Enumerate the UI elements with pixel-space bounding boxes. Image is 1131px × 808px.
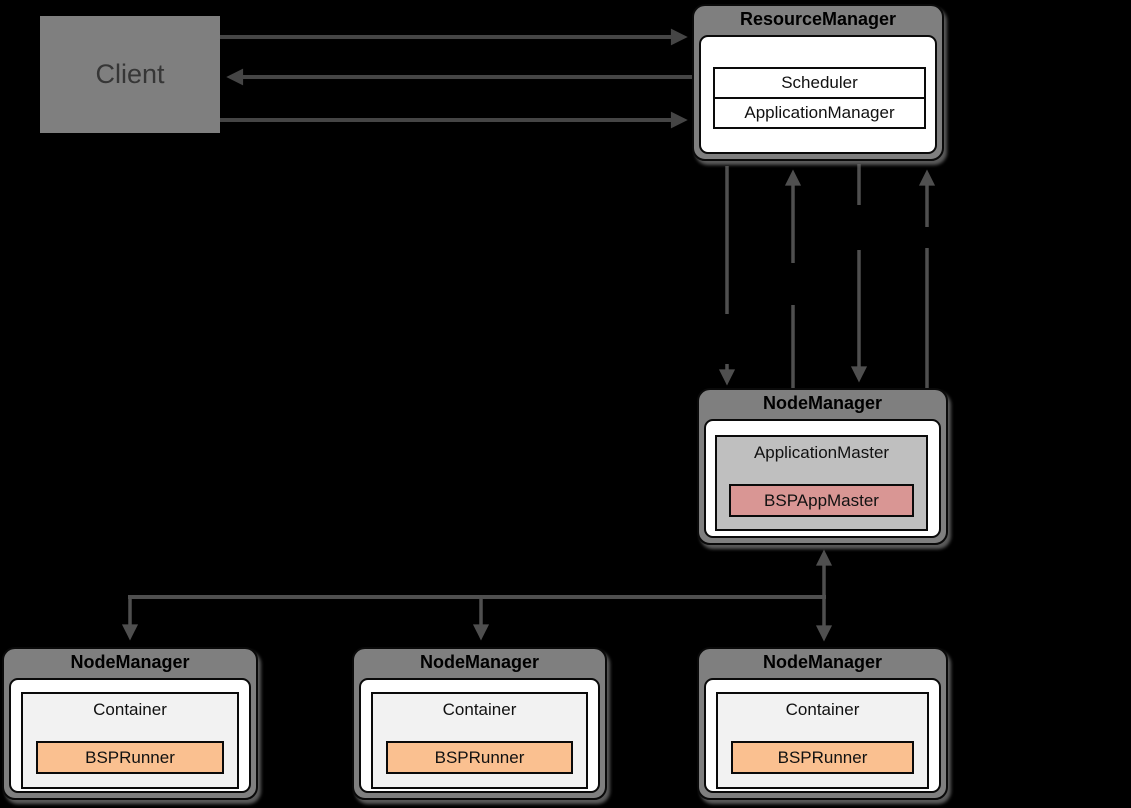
- worker-node-2-header: NodeManager: [354, 649, 605, 676]
- worker-2-container-box: Container BSPRunner: [371, 692, 588, 789]
- worker-2-bsp-runner-box: BSPRunner: [386, 741, 573, 774]
- worker-node-2: NodeManager Container BSPRunner: [352, 647, 607, 800]
- resource-manager-header: ResourceManager: [694, 6, 942, 33]
- app-master-node-body: ApplicationMaster BSPAppMaster: [704, 419, 941, 538]
- worker-node-1-body: Container BSPRunner: [9, 678, 251, 793]
- worker-node-2-title: NodeManager: [419, 652, 540, 672]
- worker-3-container-label: Container: [785, 700, 860, 719]
- worker-2-container-label: Container: [442, 700, 517, 719]
- worker-node-1: NodeManager Container BSPRunner: [2, 647, 258, 800]
- application-master-box: ApplicationMaster BSPAppMaster: [715, 435, 928, 531]
- resource-manager-node: ResourceManager Scheduler ApplicationMan…: [692, 4, 944, 161]
- worker-node-3: NodeManager Container BSPRunner: [697, 647, 948, 800]
- bsp-app-master-box: BSPAppMaster: [729, 484, 914, 517]
- worker-node-1-header: NodeManager: [4, 649, 256, 676]
- worker-1-bsp-runner-label: BSPRunner: [85, 747, 175, 767]
- app-master-node-title: NodeManager: [762, 393, 883, 413]
- worker-node-3-body: Container BSPRunner: [704, 678, 941, 793]
- client-label: Client: [95, 59, 165, 89]
- worker-3-container-box: Container BSPRunner: [716, 692, 929, 789]
- client-node: Client: [40, 16, 220, 133]
- worker-node-3-title: NodeManager: [762, 652, 883, 672]
- resource-manager-component-table: Scheduler ApplicationManager: [713, 67, 926, 129]
- resource-manager-title: ResourceManager: [739, 9, 897, 29]
- worker-1-container-box: Container BSPRunner: [21, 692, 239, 789]
- application-manager-cell: ApplicationManager: [715, 97, 924, 127]
- resource-manager-body: Scheduler ApplicationManager: [699, 35, 937, 154]
- worker-3-bsp-runner-label: BSPRunner: [777, 747, 868, 767]
- worker-1-bsp-runner-box: BSPRunner: [36, 741, 224, 774]
- worker-2-bsp-runner-label: BSPRunner: [434, 747, 525, 767]
- bsp-app-master-label: BSPAppMaster: [764, 490, 879, 510]
- worker-node-2-body: Container BSPRunner: [359, 678, 600, 793]
- app-master-node-header: NodeManager: [699, 390, 946, 417]
- worker-node-3-header: NodeManager: [699, 649, 946, 676]
- worker-1-container-label: Container: [93, 700, 167, 719]
- app-master-node: NodeManager ApplicationMaster BSPAppMast…: [697, 388, 948, 545]
- worker-3-bsp-runner-box: BSPRunner: [731, 741, 914, 774]
- worker-node-1-title: NodeManager: [70, 652, 190, 672]
- application-master-label: ApplicationMaster: [753, 443, 890, 462]
- scheduler-cell: Scheduler: [781, 73, 858, 92]
